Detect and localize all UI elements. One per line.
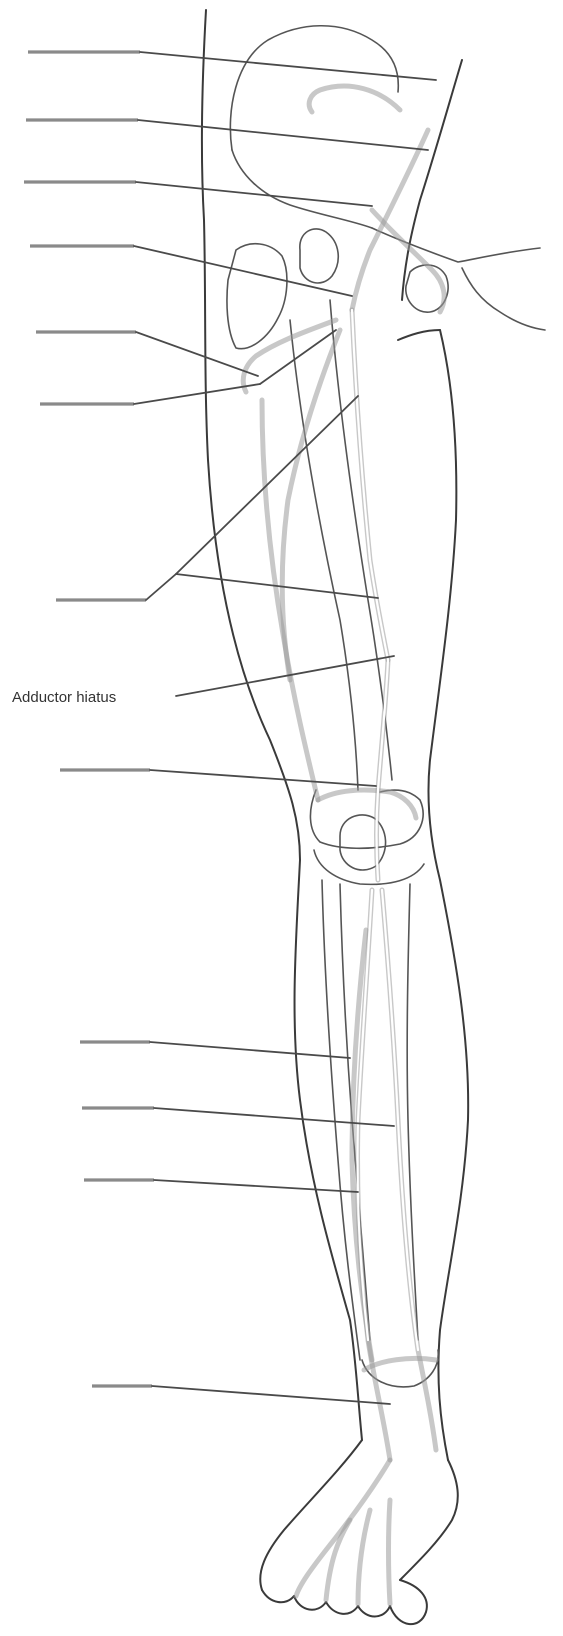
leader-3 bbox=[136, 182, 372, 206]
leader-6a bbox=[134, 384, 260, 404]
toe-4 bbox=[358, 1606, 390, 1617]
foot-heel bbox=[400, 1460, 458, 1580]
toe-1 bbox=[262, 1590, 294, 1602]
tibial-plateau bbox=[314, 850, 424, 884]
arcuate-artery bbox=[326, 1500, 390, 1604]
external-iliac-artery bbox=[352, 130, 428, 310]
arteries bbox=[243, 86, 444, 1604]
leader-9 bbox=[150, 1042, 350, 1058]
internal-iliac-branch bbox=[309, 86, 400, 112]
leader-7b bbox=[176, 396, 358, 574]
leader-11 bbox=[154, 1180, 358, 1192]
deep-femoral-artery bbox=[282, 330, 340, 680]
toe-big bbox=[390, 1580, 427, 1624]
femoral-head bbox=[300, 229, 338, 283]
leader-2 bbox=[138, 120, 428, 150]
artery-highlights bbox=[352, 310, 418, 1350]
leader-1 bbox=[140, 52, 436, 80]
lateral-contour bbox=[202, 10, 362, 1440]
pubic-lower bbox=[462, 268, 545, 330]
pelvis-inner bbox=[232, 150, 372, 228]
fibular-artery bbox=[352, 930, 372, 1360]
leader-5 bbox=[136, 332, 258, 376]
leader-4 bbox=[134, 246, 352, 296]
medial-contour bbox=[428, 330, 468, 1460]
toe-2 bbox=[294, 1596, 326, 1610]
toe-3 bbox=[326, 1602, 358, 1614]
leader-8 bbox=[150, 770, 376, 786]
leader-12 bbox=[152, 1386, 390, 1404]
label-adductor-hiatus: Adductor hiatus bbox=[12, 689, 116, 706]
label-leaders bbox=[24, 52, 436, 1404]
leader-7a bbox=[146, 574, 176, 600]
greater-trochanter bbox=[227, 244, 287, 349]
genicular-ring bbox=[318, 790, 416, 818]
inner-thigh bbox=[398, 330, 440, 340]
hip-line bbox=[402, 60, 462, 300]
